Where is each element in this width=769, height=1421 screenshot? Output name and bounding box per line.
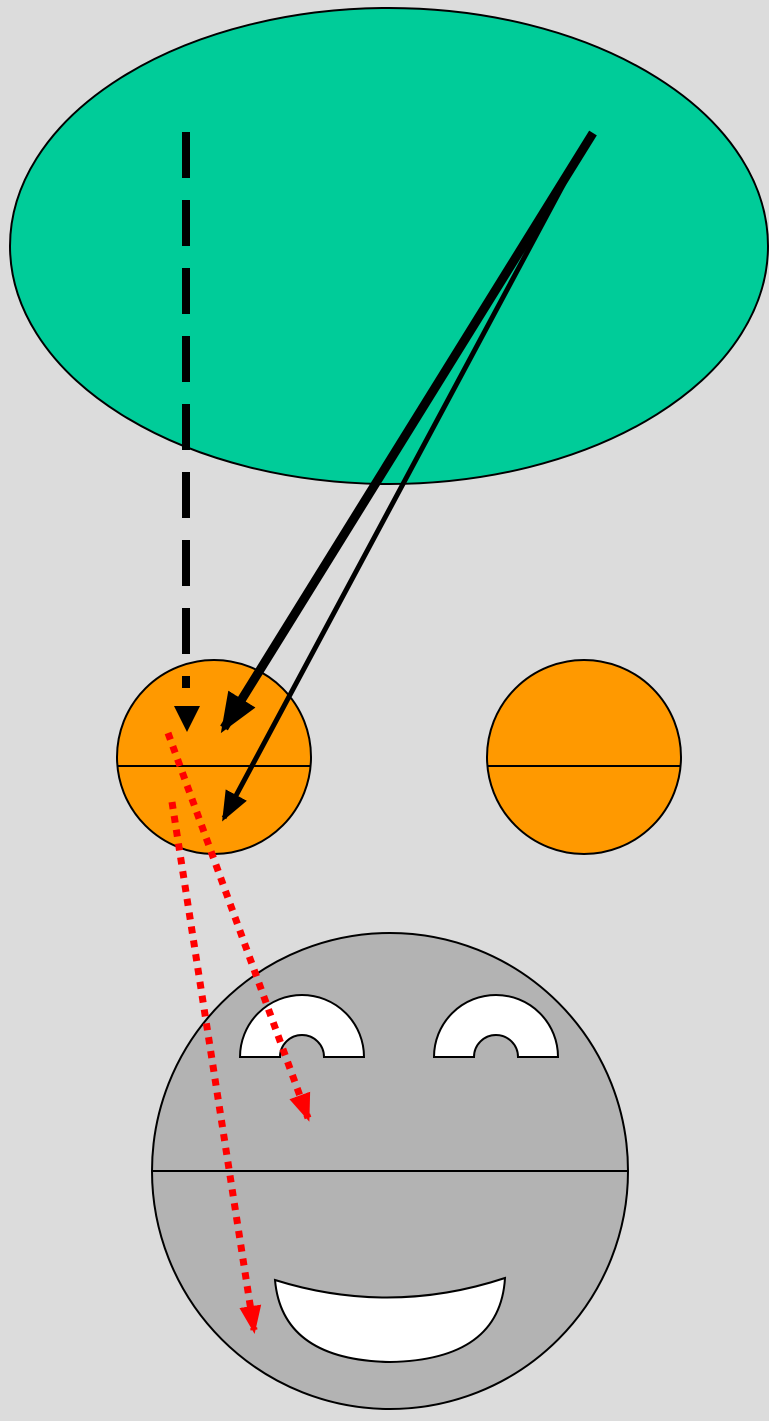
left-orange-circle	[117, 660, 311, 854]
smiley-face	[152, 933, 628, 1409]
right-orange-circle	[487, 660, 681, 854]
top-ellipse	[10, 8, 768, 484]
